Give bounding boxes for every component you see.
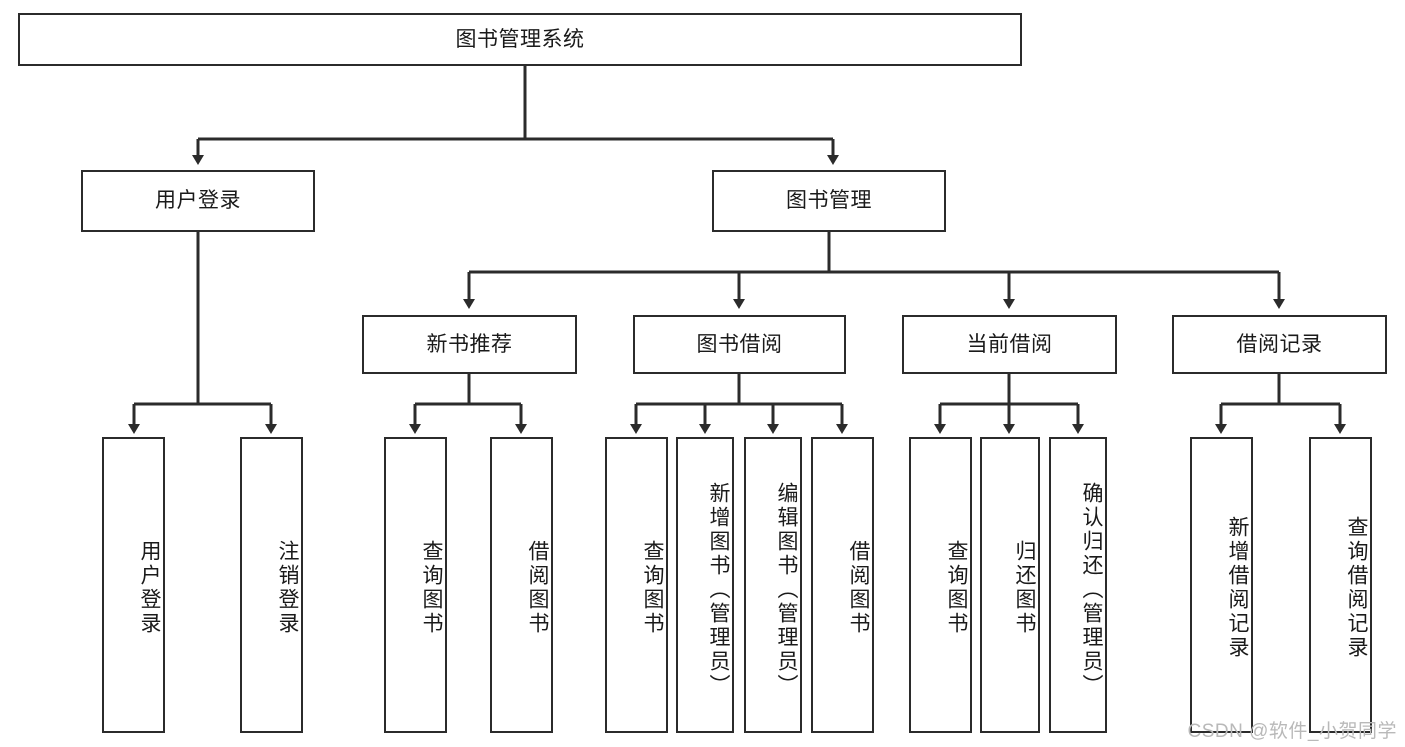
node-leaf-edit-book-label: 编辑图书（管理员） [775,482,798,698]
node-root[interactable]: 图书管理系统 [18,13,1022,66]
node-leaf-query-book-1-label: 查询图书 [420,540,443,636]
node-new-book-recommend-label: 新书推荐 [426,332,513,356]
node-leaf-user-login[interactable]: 用户登录 [102,437,165,733]
node-leaf-confirm-return-label: 确认归还（管理员） [1080,482,1103,698]
node-leaf-add-book[interactable]: 新增图书（管理员） [676,437,734,733]
node-current-borrow[interactable]: 当前借阅 [902,315,1117,374]
watermark-text: CSDN @软件_小贺同学 [1187,721,1397,742]
node-leaf-borrow-book-2[interactable]: 借阅图书 [811,437,874,733]
node-user-login-label: 用户登录 [155,189,241,213]
node-leaf-user-logout[interactable]: 注销登录 [240,437,303,733]
node-book-borrow-label: 图书借阅 [696,332,783,356]
node-root-label: 图书管理系统 [455,27,585,51]
node-leaf-query-book-2-label: 查询图书 [641,540,664,636]
node-user-login[interactable]: 用户登录 [81,170,315,232]
node-leaf-user-logout-label: 注销登录 [276,540,299,636]
node-borrow-record[interactable]: 借阅记录 [1172,315,1387,374]
node-leaf-borrow-book-1[interactable]: 借阅图书 [490,437,553,733]
node-new-book-recommend[interactable]: 新书推荐 [362,315,577,374]
node-leaf-query-book-3[interactable]: 查询图书 [909,437,972,733]
node-leaf-confirm-return[interactable]: 确认归还（管理员） [1049,437,1107,733]
node-leaf-return-book[interactable]: 归还图书 [980,437,1040,733]
node-leaf-return-book-label: 归还图书 [1013,540,1036,636]
node-leaf-query-record[interactable]: 查询借阅记录 [1309,437,1372,733]
node-leaf-query-book-3-label: 查询图书 [945,540,968,636]
node-book-borrow[interactable]: 图书借阅 [633,315,846,374]
node-leaf-borrow-book-1-label: 借阅图书 [526,540,549,636]
node-leaf-query-book-1[interactable]: 查询图书 [384,437,447,733]
node-leaf-add-record[interactable]: 新增借阅记录 [1190,437,1253,733]
node-leaf-query-record-label: 查询借阅记录 [1345,516,1368,660]
node-current-borrow-label: 当前借阅 [966,332,1053,356]
node-book-manage-label: 图书管理 [786,189,872,213]
node-book-manage[interactable]: 图书管理 [712,170,946,232]
node-leaf-borrow-book-2-label: 借阅图书 [847,540,870,636]
node-leaf-edit-book[interactable]: 编辑图书（管理员） [744,437,802,733]
node-leaf-add-book-label: 新增图书（管理员） [707,482,730,698]
node-leaf-user-login-label: 用户登录 [138,540,161,636]
node-borrow-record-label: 借阅记录 [1236,332,1323,356]
node-leaf-query-book-2[interactable]: 查询图书 [605,437,668,733]
node-leaf-add-record-label: 新增借阅记录 [1226,516,1249,660]
